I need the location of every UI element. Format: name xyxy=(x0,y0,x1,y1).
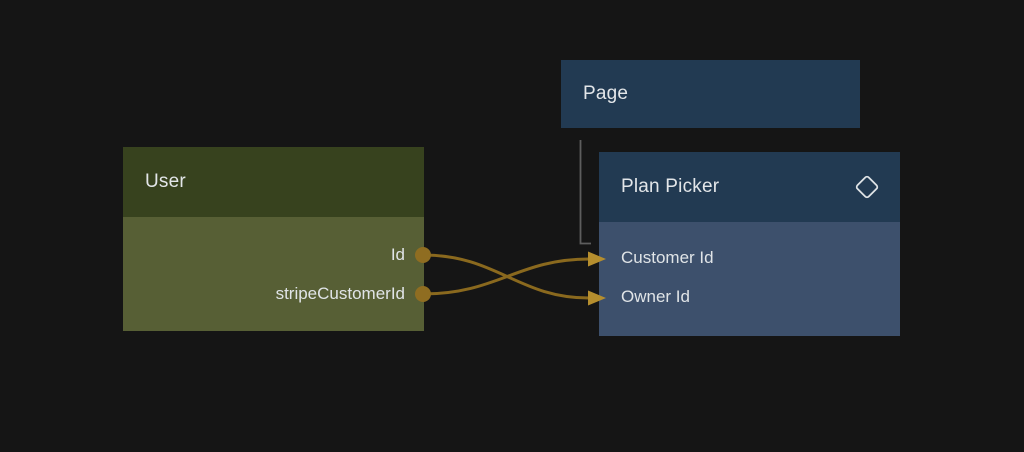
edge-page-to-plan-picker[interactable] xyxy=(579,140,592,245)
field-id-label: Id xyxy=(390,245,405,264)
node-plan-picker-body: Customer Id Owner Id xyxy=(599,222,900,336)
node-user-header[interactable]: User xyxy=(123,147,424,217)
node-user-title: User xyxy=(145,171,186,192)
node-user[interactable]: User Id stripeCustomerId xyxy=(123,147,424,331)
node-plan-picker[interactable]: Plan Picker Customer Id Owner Id xyxy=(599,152,900,336)
field-stripecustomerid[interactable]: stripeCustomerId xyxy=(142,274,405,313)
field-customer-id-label: Customer Id xyxy=(621,248,714,267)
diamond-icon xyxy=(854,174,880,200)
field-owner-id-label: Owner Id xyxy=(621,287,690,306)
node-page-title: Page xyxy=(583,83,629,104)
field-customer-id[interactable]: Customer Id xyxy=(621,238,880,277)
node-page[interactable]: Page xyxy=(561,60,860,128)
node-plan-picker-title: Plan Picker xyxy=(621,176,720,197)
field-id[interactable]: Id xyxy=(142,235,405,274)
field-stripecustomerid-label: stripeCustomerId xyxy=(275,284,405,303)
field-owner-id[interactable]: Owner Id xyxy=(621,277,880,316)
node-user-body: Id stripeCustomerId xyxy=(123,217,424,331)
edge-id-to-owner-id[interactable] xyxy=(422,253,590,300)
edge-stripecustomerid-to-customer-id[interactable] xyxy=(422,257,590,296)
node-page-header[interactable]: Page xyxy=(561,60,860,128)
node-plan-picker-header[interactable]: Plan Picker xyxy=(599,152,900,222)
